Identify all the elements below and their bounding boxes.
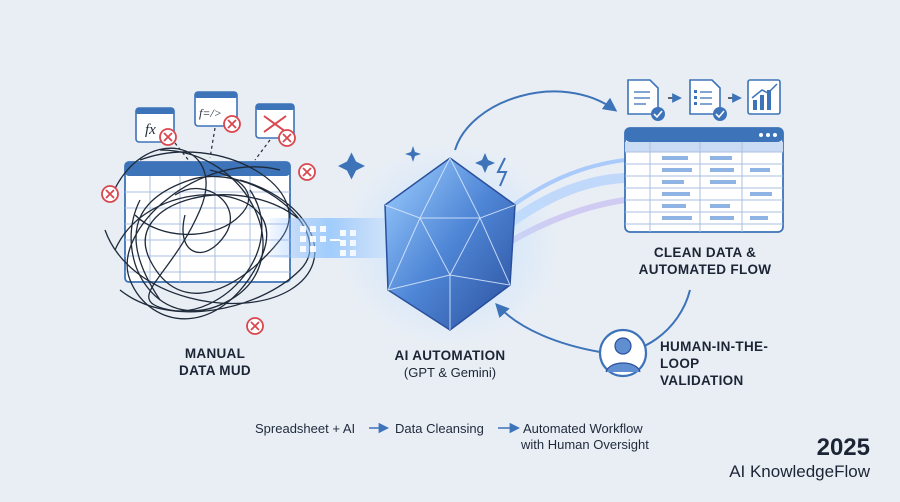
manual-data-mud-label: MANUAL DATA MUD (160, 345, 270, 379)
formula-fx-text: fx (145, 122, 156, 138)
human-line2: LOOP (660, 356, 700, 371)
document-icon (627, 79, 665, 121)
checklist-icon (689, 79, 727, 121)
clean-data-label: CLEAN DATA & AUTOMATED FLOW (620, 244, 790, 278)
right-title-line2: AUTOMATED FLOW (638, 262, 772, 277)
ai-automation-subtitle: (GPT & Gemini) (403, 365, 497, 380)
left-title-line1: MANUAL (184, 346, 246, 361)
ai-gem (338, 145, 560, 345)
messy-spreadsheet (124, 161, 291, 283)
human-line3: VALIDATION (660, 373, 744, 388)
dotted-connectors (174, 127, 271, 163)
tangled-lines (104, 147, 316, 320)
flow-step-automated-workflow: Automated Workflow (523, 421, 643, 436)
flow-step-spreadsheet-ai: Spreadsheet + AI (255, 421, 356, 436)
human-in-loop-label: HUMAN-IN-THE- LOOP VALIDATION (660, 338, 800, 389)
error-icon (101, 115, 316, 335)
brand-name: AI KnowledgeFlow (729, 462, 870, 481)
clean-spreadsheet (624, 127, 784, 233)
brand-year: 2025 (816, 434, 870, 461)
left-title-line2: DATA MUD (179, 363, 251, 378)
formula-text: f=/> (199, 106, 222, 120)
human-avatar (598, 328, 648, 378)
ai-automation-label: AI AUTOMATION (394, 348, 506, 363)
flow-step-human-oversight: with Human Oversight (521, 437, 649, 452)
flow-step-data-cleansing: Data Cleansing (395, 421, 484, 436)
right-title-line1: CLEAN DATA & (653, 245, 757, 260)
human-line1: HUMAN-IN-THE- (660, 339, 769, 354)
chart-icon (747, 79, 781, 115)
